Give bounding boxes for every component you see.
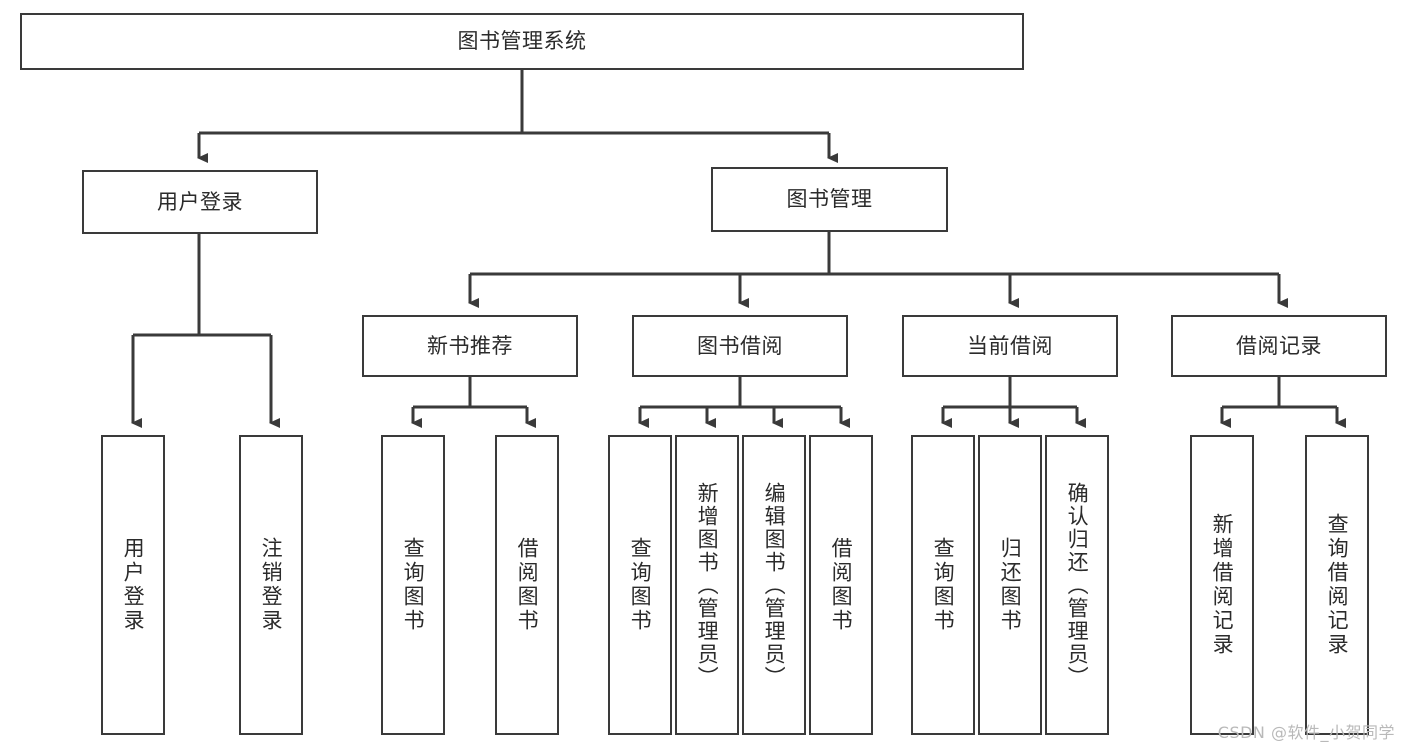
node-current-borrow[interactable]: 当前借阅 <box>902 315 1118 377</box>
leaf-query-book-recommend[interactable]: 查询图书 <box>381 435 445 735</box>
leaf-logout[interactable]: 注销登录 <box>239 435 303 735</box>
node-borrow-record[interactable]: 借阅记录 <box>1171 315 1387 377</box>
leaf-borrow-book[interactable]: 借阅图书 <box>809 435 873 735</box>
csdn-watermark: CSDN @软件_小贺同学 <box>1217 723 1395 742</box>
node-label: 借阅图书 <box>515 537 540 633</box>
node-label: 新增借阅记录 <box>1210 513 1235 657</box>
leaf-query-book-current[interactable]: 查询图书 <box>911 435 975 735</box>
node-root-system[interactable]: 图书管理系统 <box>20 13 1024 70</box>
leaf-query-book-borrow[interactable]: 查询图书 <box>608 435 672 735</box>
node-label: 用户登录 <box>121 537 146 633</box>
node-label: 查询图书 <box>628 537 653 633</box>
node-user-login[interactable]: 用户登录 <box>82 170 318 234</box>
node-label: 查询图书 <box>401 537 426 633</box>
node-label: 当前借阅 <box>967 333 1053 358</box>
node-label: 借阅图书 <box>829 537 854 633</box>
node-label: 借阅记录 <box>1236 333 1322 358</box>
leaf-return-book[interactable]: 归还图书 <box>978 435 1042 735</box>
leaf-query-borrow-record[interactable]: 查询借阅记录 <box>1305 435 1369 735</box>
leaf-add-book-admin[interactable]: 新增图书（管理员） <box>675 435 739 735</box>
node-label: 图书管理 <box>786 187 873 212</box>
leaf-confirm-return-admin[interactable]: 确认归还（管理员） <box>1045 435 1109 735</box>
node-book-borrow[interactable]: 图书借阅 <box>632 315 848 377</box>
node-label: 编辑图书（管理员） <box>762 481 787 689</box>
node-label: 图书借阅 <box>697 333 783 358</box>
node-label: 查询借阅记录 <box>1325 513 1350 657</box>
node-new-book-recommend[interactable]: 新书推荐 <box>362 315 578 377</box>
node-book-management[interactable]: 图书管理 <box>711 167 948 232</box>
node-label: 新增图书（管理员） <box>695 481 720 689</box>
leaf-edit-book-admin[interactable]: 编辑图书（管理员） <box>742 435 806 735</box>
node-label: 新书推荐 <box>427 333 513 358</box>
node-label: 用户登录 <box>157 189 243 214</box>
node-label: 注销登录 <box>259 537 284 633</box>
node-label: 图书管理系统 <box>457 29 587 54</box>
leaf-add-borrow-record[interactable]: 新增借阅记录 <box>1190 435 1254 735</box>
leaf-borrow-book-recommend[interactable]: 借阅图书 <box>495 435 559 735</box>
node-label: 查询图书 <box>931 537 956 633</box>
node-label: 确认归还（管理员） <box>1065 481 1090 689</box>
node-label: 归还图书 <box>998 537 1023 633</box>
leaf-user-login[interactable]: 用户登录 <box>101 435 165 735</box>
